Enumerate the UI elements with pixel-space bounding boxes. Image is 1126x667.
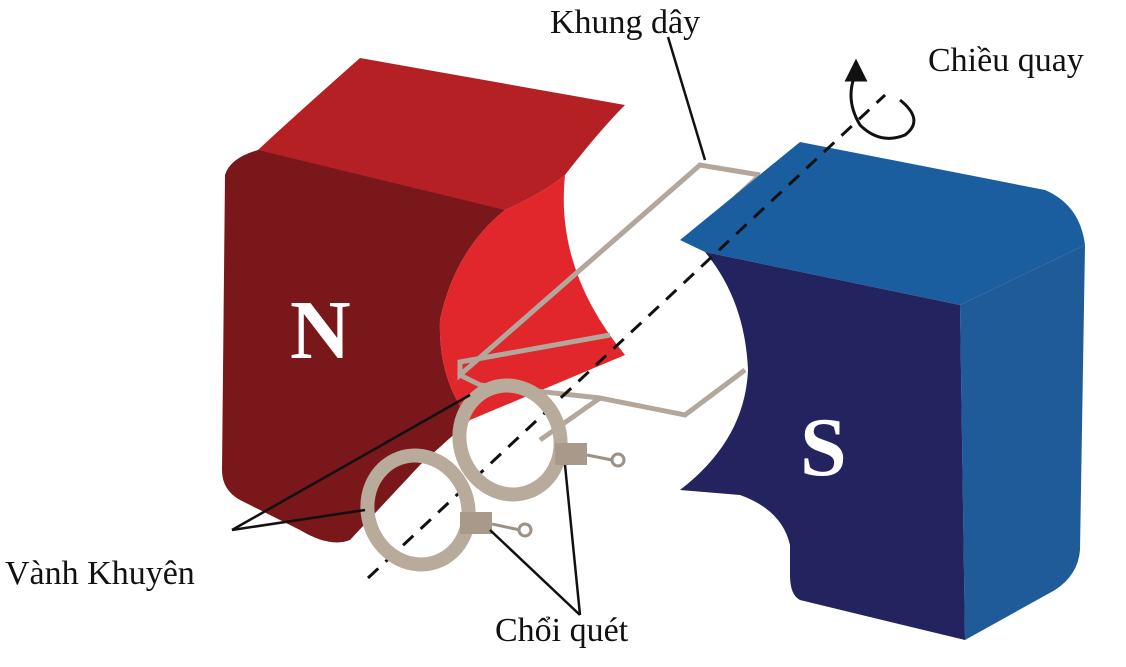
slip-rings bbox=[360, 378, 568, 572]
label-slip-rings: Vành Khuyên bbox=[5, 555, 195, 592]
rotation-axis bbox=[366, 93, 887, 580]
leader-lines bbox=[231, 36, 707, 616]
south-magnet-front bbox=[680, 252, 965, 640]
south-pole-label: S bbox=[800, 401, 847, 494]
north-magnet-top bbox=[258, 58, 625, 210]
label-frame: Khung dây bbox=[550, 4, 701, 41]
label-rotation: Chiều quay bbox=[928, 42, 1084, 79]
south-magnet: S bbox=[680, 142, 1085, 640]
label-brushes: Chổi quét bbox=[495, 612, 629, 649]
north-magnet-front bbox=[222, 150, 505, 543]
south-magnet-top bbox=[680, 142, 1085, 305]
rotation-arrow-icon bbox=[844, 58, 916, 140]
brushes bbox=[460, 443, 626, 538]
south-magnet-side bbox=[960, 245, 1085, 640]
north-pole-label: N bbox=[290, 284, 351, 377]
